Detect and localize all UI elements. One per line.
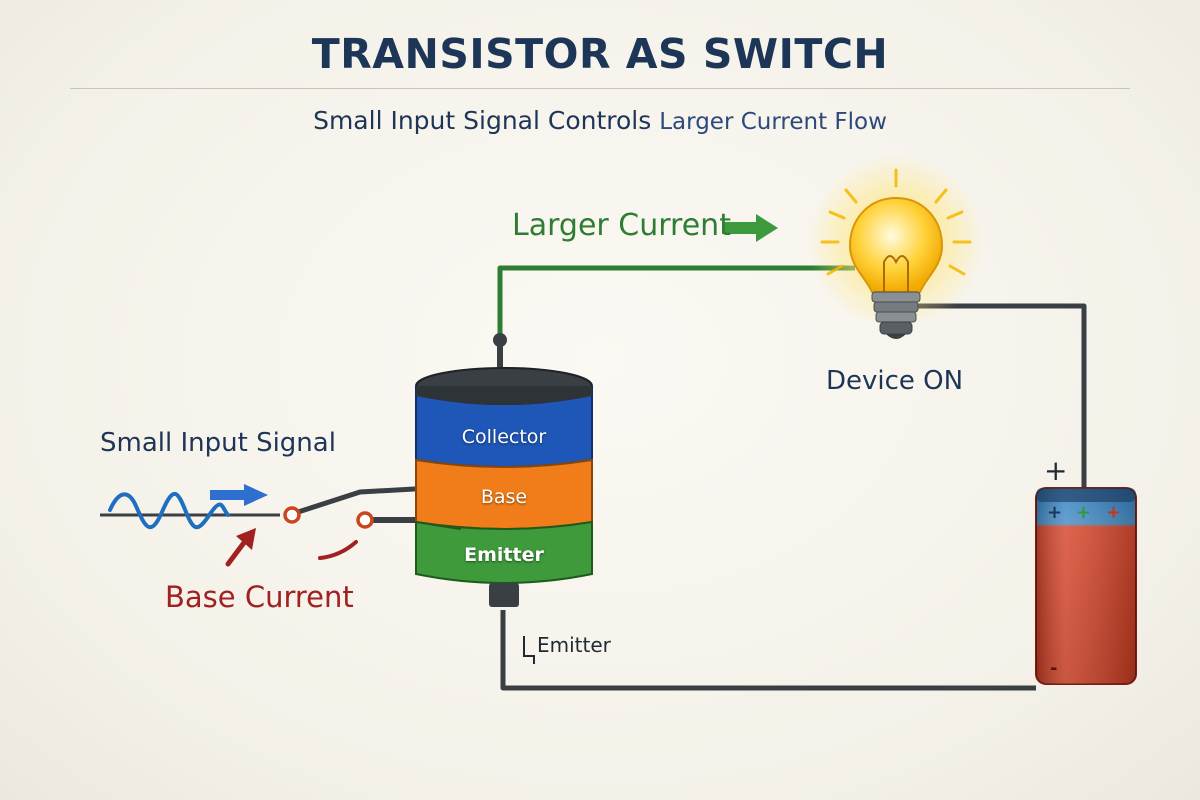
diagram-title: TRANSISTOR AS SWITCH (311, 30, 889, 78)
arrow-right-icon (722, 214, 778, 242)
svg-text:-: - (1050, 658, 1057, 679)
transistor (415, 367, 593, 607)
collector-terminal-cap (493, 333, 507, 347)
emitter-layer-label: Emitter (464, 544, 544, 566)
base-current-arrow-icon (225, 537, 249, 567)
diagram-subtitle: Small Input Signal Controls Larger Curre… (0, 106, 1200, 135)
collector-layer-label: Collector (461, 426, 547, 448)
emitter-ground-mark (523, 636, 535, 664)
svg-text:+: + (1047, 502, 1062, 523)
svg-text:+: + (1106, 502, 1121, 523)
base-current-curve (318, 540, 358, 560)
base-layer-label: Base (480, 486, 528, 508)
subtitle-part-1: Small Input Signal Controls (313, 106, 652, 135)
svg-text:+: + (1076, 502, 1091, 523)
sine-wave-icon (108, 492, 230, 530)
base-lead-upper (291, 485, 433, 517)
emitter-terminal (489, 583, 519, 607)
battery-icon: + + + - (1035, 487, 1137, 685)
emitter-wire (500, 610, 1036, 691)
title-divider (70, 88, 1130, 89)
transistor-emitter-layer (415, 520, 593, 584)
small-input-signal-label: Small Input Signal (100, 428, 336, 458)
signal-arrow-icon (210, 484, 268, 506)
base-current-label: Base Current (165, 580, 354, 614)
device-on-label: Device ON (826, 366, 964, 396)
lightbulb-icon (808, 154, 984, 339)
emitter-terminal-label: Emitter (537, 633, 611, 657)
larger-current-label: Larger Current (512, 208, 731, 243)
battery-positive-label: + (1044, 454, 1067, 487)
input-terminal-right[interactable] (356, 511, 374, 529)
collector-wire (497, 265, 855, 352)
input-terminal-left[interactable] (283, 506, 301, 524)
subtitle-part-2: Larger Current Flow (659, 109, 887, 135)
bulb-to-battery-wire (912, 303, 1087, 490)
